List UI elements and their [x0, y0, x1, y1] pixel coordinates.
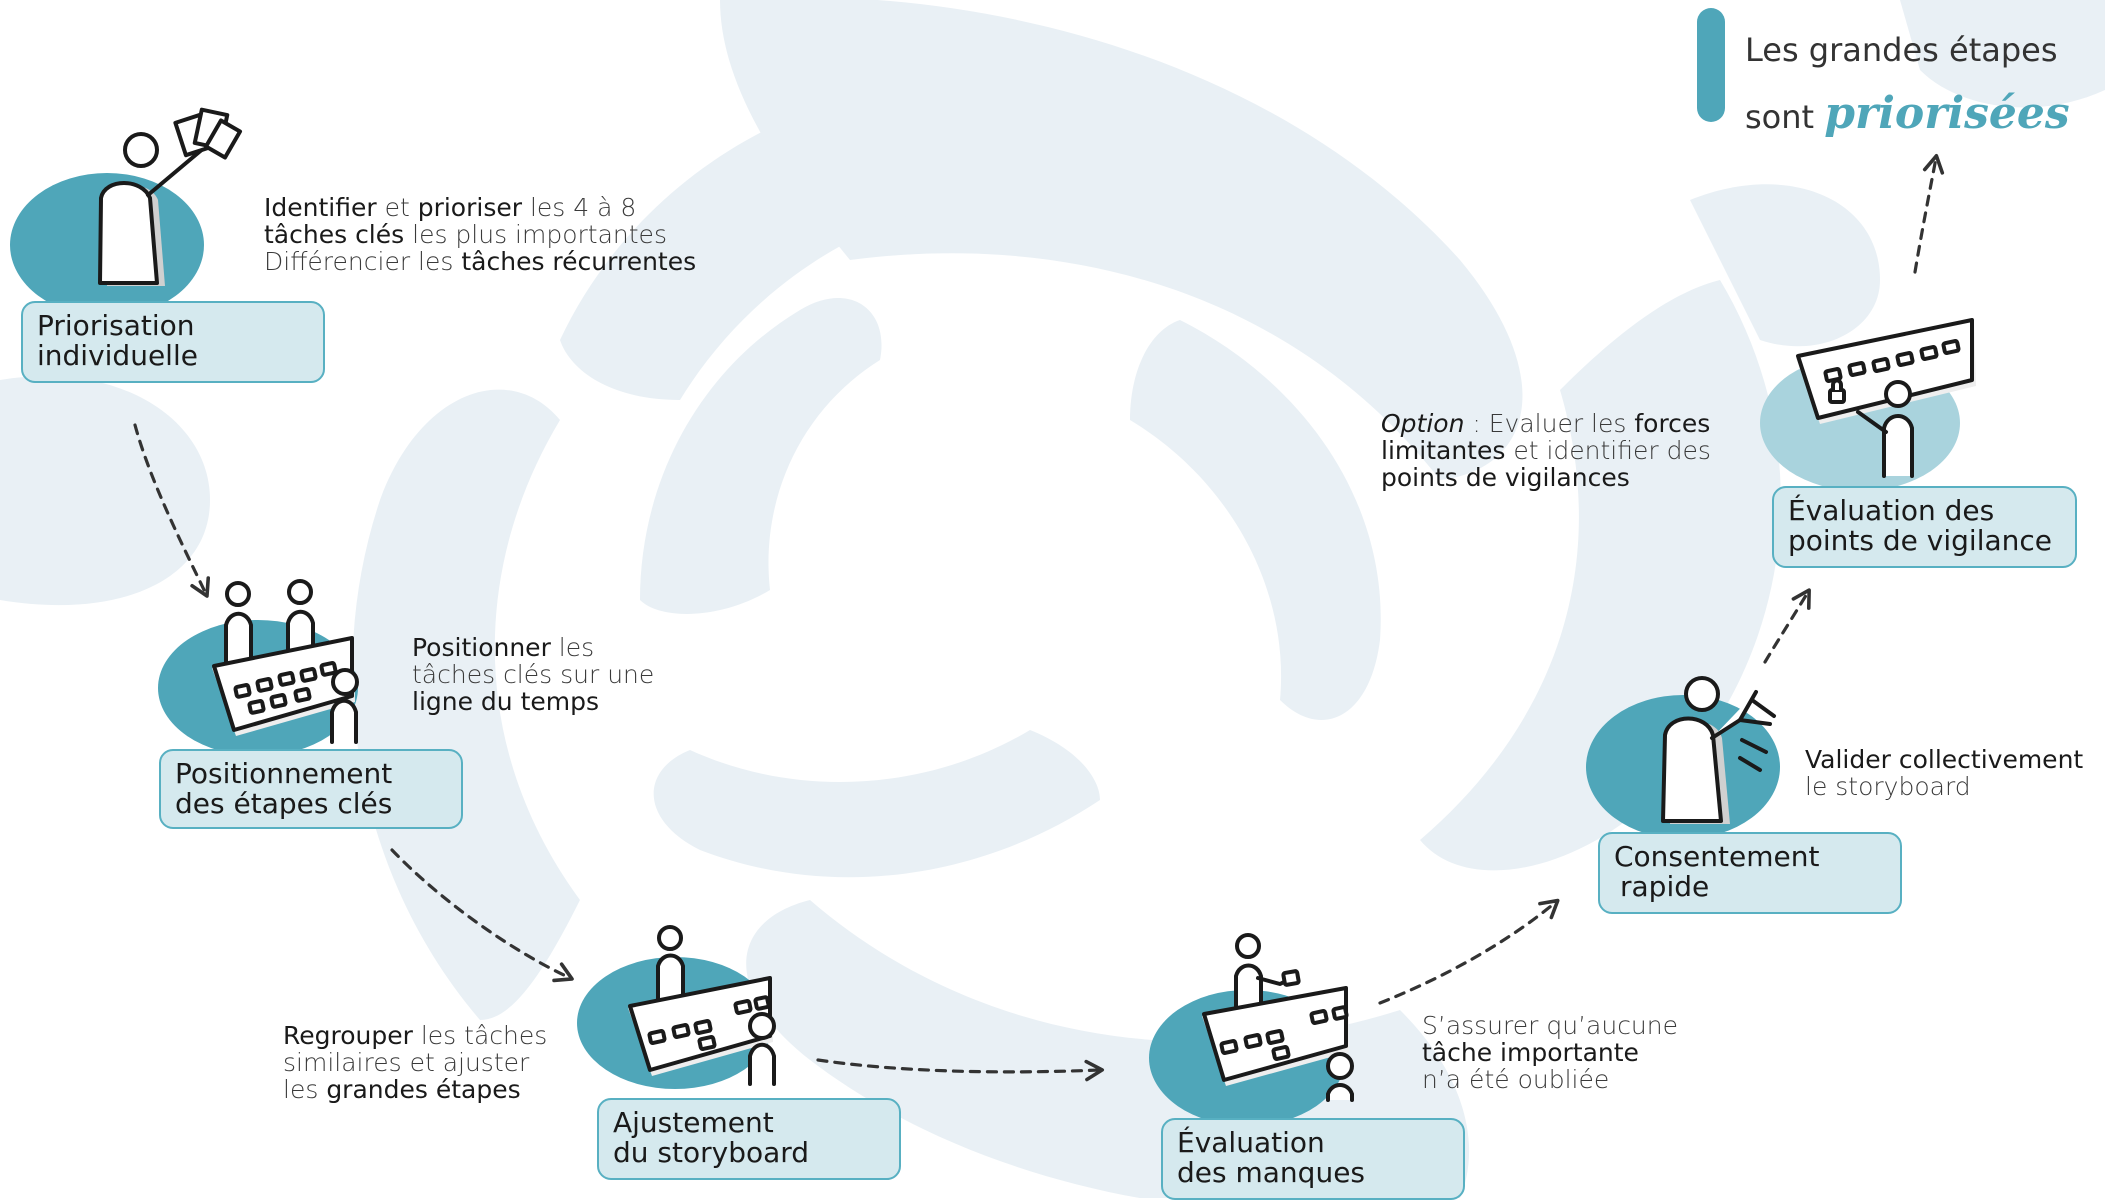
header-line-2-accent: priorisées	[1824, 88, 2070, 139]
description-line: n’a été oubliée	[1422, 1065, 1610, 1094]
description-text: les 4 à 8	[522, 193, 637, 222]
step-label-line-1: Priorisation	[37, 309, 195, 342]
team-timeline-board-icon	[212, 579, 359, 744]
arrow-1-to-2	[133, 423, 211, 598]
step-label-line-1: Évaluation des	[1788, 494, 1995, 527]
arrow-2-to-3	[390, 848, 574, 983]
person-adding-card-icon	[1202, 933, 1354, 1102]
arrow-5-to-6	[1763, 588, 1811, 664]
person-holding-cards-icon	[98, 107, 243, 286]
description-step-2: Positionner les tâches clés sur une lign…	[412, 634, 654, 715]
description-emphasis: points de vigilances	[1381, 463, 1630, 492]
header-line-2-prefix: sont	[1745, 98, 1815, 136]
description-step-5: Valider collectivement le storyboard	[1805, 746, 2083, 800]
step-label-priorisation: Priorisation individuelle	[21, 301, 325, 383]
connector-arrows	[133, 154, 1945, 1082]
description-emphasis: tâches récurrentes	[461, 247, 697, 276]
description-emphasis: Valider collectivement	[1805, 745, 2084, 774]
step-label-line-2: des étapes clés	[175, 787, 393, 820]
description-line: tâches clés les plus importantes	[264, 221, 696, 248]
description-text: et	[376, 193, 418, 222]
header-title: Les grandes étapes sont priorisées	[1745, 18, 2070, 149]
step-label-line-2: du storyboard	[613, 1136, 810, 1169]
description-emphasis: Regrouper	[283, 1021, 413, 1050]
arrow-6-to-header	[1913, 154, 1945, 274]
description-text: les	[283, 1075, 327, 1104]
description-emphasis: Positionner	[412, 633, 551, 662]
description-text: les	[550, 633, 595, 662]
header-line-2: sont priorisées	[1745, 82, 2070, 149]
description-italic: Option	[1381, 409, 1465, 438]
description-text: les plus importantes	[404, 220, 667, 249]
arrow-3-to-4	[816, 1058, 1105, 1082]
step-label-line-2: des manques	[1177, 1156, 1366, 1189]
description-line: Différencier les tâches récurrentes	[264, 248, 696, 275]
description-line: limitantes et identifier des	[1381, 437, 1711, 464]
description-line: le storyboard	[1805, 772, 1971, 801]
description-line: S’assurer qu’aucune	[1422, 1011, 1679, 1040]
description-emphasis: Identifier	[264, 193, 377, 222]
step-label-line-1: Positionnement	[175, 757, 393, 790]
description-step-6: Option : Evaluer les forces limitantes e…	[1381, 410, 1711, 491]
person-adjusting-board-icon	[628, 925, 776, 1086]
description-text: et identifier des	[1505, 436, 1711, 465]
description-line: points de vigilances	[1381, 464, 1711, 491]
description-line: Option : Evaluer les forces	[1381, 410, 1711, 437]
person-raising-hand-icon	[1661, 676, 1776, 824]
description-emphasis: prioriser	[417, 193, 522, 222]
step-label-line-2: points de vigilance	[1788, 524, 2053, 557]
step-label-evaluation-vigilance: Évaluation des points de vigilance	[1772, 486, 2077, 568]
description-emphasis: limitantes	[1381, 436, 1506, 465]
description-line: Valider collectivement	[1805, 746, 2083, 773]
description-line: Regrouper les tâches	[283, 1022, 547, 1049]
step-label-evaluation-manques: Évaluation des manques	[1161, 1118, 1465, 1200]
description-emphasis: ligne du temps	[412, 687, 600, 716]
header-accent-bar	[1697, 8, 1725, 122]
description-line: tâches clés sur une	[412, 660, 655, 689]
description-line: Identifier et prioriser les 4 à 8	[264, 194, 696, 221]
description-text: les tâches	[412, 1021, 548, 1050]
person-checking-board-lock-icon	[1796, 318, 1976, 478]
header-line-1: Les grandes étapes	[1745, 31, 2058, 69]
step-label-line-1: Consentement	[1614, 840, 1820, 873]
description-line: similaires et ajuster	[283, 1048, 530, 1077]
step-label-line-2: rapide	[1620, 870, 1710, 903]
description-step-1: Identifier et prioriser les 4 à 8 tâches…	[264, 194, 696, 275]
step-label-positionnement: Positionnement des étapes clés	[159, 749, 463, 829]
step-label-ajustement: Ajustement du storyboard	[597, 1098, 901, 1180]
description-step-3: Regrouper les tâches similaires et ajust…	[283, 1022, 547, 1103]
step-label-line-2: individuelle	[37, 339, 198, 372]
description-line: Positionner les	[412, 634, 654, 661]
description-line: ligne du temps	[412, 688, 654, 715]
description-emphasis: forces	[1634, 409, 1711, 438]
description-text: Différencier les	[264, 247, 462, 276]
description-emphasis: tâche importante	[1422, 1038, 1639, 1067]
description-line: les grandes étapes	[283, 1076, 547, 1103]
description-text: : Evaluer les	[1464, 409, 1635, 438]
arrow-4-to-5	[1378, 898, 1560, 1005]
step-label-line-1: Évaluation	[1177, 1126, 1325, 1159]
step-label-consentement: Consentement rapide	[1598, 832, 1902, 914]
step-label-line-1: Ajustement	[613, 1106, 774, 1139]
description-emphasis: tâches clés	[264, 220, 405, 249]
description-step-4: S’assurer qu’aucune tâche importante n’a…	[1422, 1012, 1678, 1093]
description-emphasis: grandes étapes	[326, 1075, 521, 1104]
description-line: tâche importante	[1422, 1039, 1678, 1066]
